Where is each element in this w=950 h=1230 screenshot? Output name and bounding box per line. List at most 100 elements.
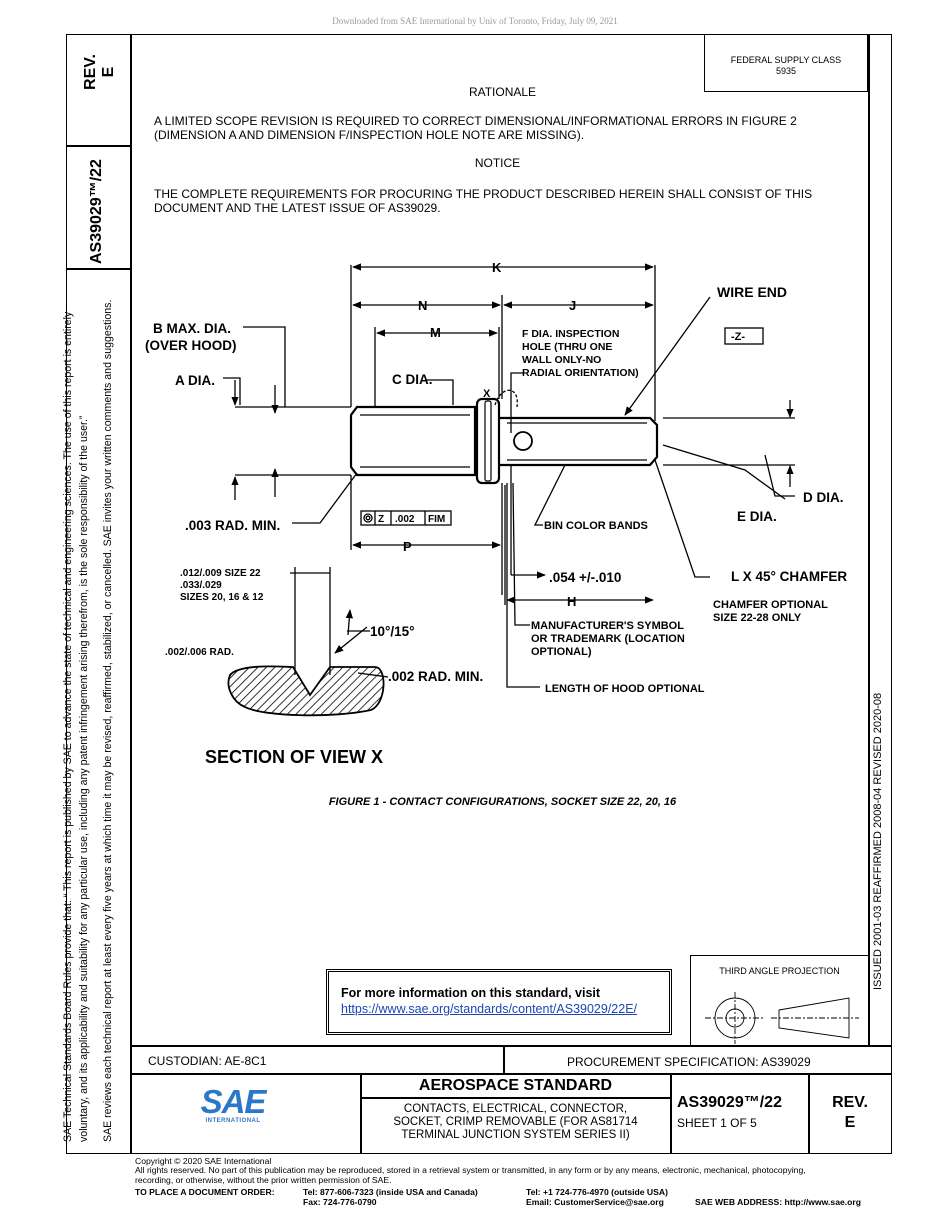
fcf-datum: Z bbox=[378, 514, 384, 525]
standard-divider bbox=[361, 1097, 670, 1099]
fcf-fim: FIM bbox=[428, 514, 445, 525]
doc-title-line-1: CONTACTS, ELECTRICAL, CONNECTOR, bbox=[403, 1103, 628, 1115]
page-frame bbox=[66, 34, 892, 1154]
label-b-dia-hood: (OVER HOOD) bbox=[145, 338, 237, 353]
web-address[interactable]: SAE WEB ADDRESS: http://www.sae.org bbox=[695, 1197, 861, 1207]
label-f-dia-2: HOLE (THRU ONE bbox=[522, 341, 612, 353]
sae-logo-sub: INTERNATIONAL bbox=[205, 1118, 261, 1124]
label-hood-optional: LENGTH OF HOOD OPTIONAL bbox=[545, 683, 705, 695]
sidebar-line-2: voluntary, and its applicability and sui… bbox=[78, 415, 90, 1142]
sidebar-line-1: SAE Technical Standards Board Rules prov… bbox=[62, 311, 74, 1142]
label-mfr-3: OPTIONAL) bbox=[531, 646, 592, 658]
dim-h: H bbox=[567, 594, 576, 609]
rev-block: REV. E bbox=[808, 1093, 892, 1133]
label-c-dia: C DIA. bbox=[392, 372, 433, 387]
label-size22-1: .012/.009 SIZE 22 bbox=[180, 568, 261, 579]
section-view-x-title: SECTION OF VIEW X bbox=[205, 747, 383, 767]
label-rad-002-006: .002/.006 RAD. bbox=[165, 647, 234, 658]
federal-supply-class-box: FEDERAL SUPPLY CLASS 5935 bbox=[704, 34, 868, 92]
rev-value-bottom: E bbox=[844, 1114, 856, 1131]
left-column-divider bbox=[130, 34, 132, 1154]
rev-divider bbox=[66, 145, 131, 147]
download-note: Downloaded from SAE International by Uni… bbox=[332, 16, 618, 26]
rev-marker: REV. E bbox=[82, 32, 118, 112]
copyright: Copyright © 2020 SAE International bbox=[135, 1156, 272, 1166]
label-chamfer: L X 45° CHAMFER bbox=[731, 569, 847, 584]
order-label: TO PLACE A DOCUMENT ORDER: bbox=[135, 1187, 275, 1197]
label-wire-end: WIRE END bbox=[717, 284, 787, 300]
label-chamfer-opt-1: CHAMFER OPTIONAL bbox=[713, 599, 828, 611]
label-f-dia-1: F DIA. INSPECTION bbox=[522, 328, 619, 340]
tel-outside: Tel: +1 724-776-4970 (outside USA) bbox=[526, 1187, 668, 1197]
sae-logo-mark: SAE bbox=[200, 1083, 267, 1120]
doc-title-line-3: TERMINAL JUNCTION SYSTEM SERIES II) bbox=[401, 1129, 630, 1141]
figure-caption: FIGURE 1 - CONTACT CONFIGURATIONS, SOCKE… bbox=[328, 796, 677, 808]
projection-box: THIRD ANGLE PROJECTION bbox=[690, 955, 868, 1045]
sidebar-line-3: SAE reviews each technical report at lea… bbox=[102, 299, 114, 1142]
label-a-dia: A DIA. bbox=[175, 373, 215, 388]
docnum-divider-bottom bbox=[808, 1073, 810, 1154]
right-column-divider bbox=[868, 34, 870, 1046]
sheet-number: SHEET 1 OF 5 bbox=[677, 1116, 757, 1130]
projection-label: THIRD ANGLE PROJECTION bbox=[719, 966, 840, 976]
label-bin-bands: BIN COLOR BANDS bbox=[544, 520, 648, 532]
sae-logo: SAE INTERNATIONAL bbox=[197, 1083, 269, 1124]
label-d-dia: D DIA. bbox=[803, 490, 844, 505]
title-block-row bbox=[131, 1073, 892, 1075]
logo-divider bbox=[360, 1073, 362, 1154]
standard-link[interactable]: https://www.sae.org/standards/content/AS… bbox=[341, 1002, 638, 1016]
dim-k: K bbox=[492, 260, 502, 275]
tel-usa: Tel: 877-606-7323 (inside USA and Canada… bbox=[303, 1187, 478, 1197]
rationale-heading: RATIONALE bbox=[468, 85, 537, 99]
label-f-dia-4: RADIAL ORIENTATION) bbox=[522, 367, 639, 379]
label-size22-2: .033/.029 bbox=[180, 580, 222, 591]
projection-symbol bbox=[705, 992, 859, 1044]
docnum-divider bbox=[66, 268, 131, 270]
custodian: CUSTODIAN: AE-8C1 bbox=[148, 1054, 267, 1068]
doc-number: AS39029™/22 bbox=[677, 1094, 782, 1111]
doc-number-vertical: AS39029™/22 bbox=[88, 159, 105, 264]
datum-z: -Z- bbox=[731, 331, 745, 343]
info-box: For more information on this standard, v… bbox=[326, 969, 672, 1035]
rev-label-bottom: REV. bbox=[832, 1094, 868, 1111]
title-divider bbox=[670, 1073, 672, 1154]
fcf-tolerance: .002 bbox=[395, 514, 415, 525]
title-block-top bbox=[131, 1045, 892, 1047]
label-size22-3: SIZES 20, 16 & 12 bbox=[180, 592, 264, 603]
rights-line-2: recording, or otherwise, without the pri… bbox=[135, 1175, 392, 1185]
label-b-dia: B MAX. DIA. bbox=[153, 321, 231, 336]
dim-m: M bbox=[430, 325, 441, 340]
label-chamfer-opt-2: SIZE 22-28 ONLY bbox=[713, 612, 802, 624]
doc-title-line-2: SOCKET, CRIMP REMOVABLE (FOR AS81714 bbox=[393, 1116, 638, 1128]
label-e-dia: E DIA. bbox=[737, 509, 777, 524]
label-f-dia-3: WALL ONLY-NO bbox=[522, 354, 601, 366]
notice-heading: NOTICE bbox=[474, 156, 521, 170]
dim-j: J bbox=[569, 298, 576, 313]
federal-supply-class-label: FEDERAL SUPPLY CLASS bbox=[730, 55, 842, 65]
rev-label: REV. bbox=[82, 54, 99, 90]
contact-drawing: K N J M WIRE END B MAX. DIA. (OVER HOOD)… bbox=[145, 260, 847, 767]
revision-history: ISSUED 2001-03 REAFFIRMED 2008-04 REVISE… bbox=[872, 692, 884, 990]
label-angle: 10°/15° bbox=[370, 624, 415, 639]
aerospace-standard: AEROSPACE STANDARD bbox=[418, 1077, 613, 1094]
dim-054: .054 +/-.010 bbox=[549, 570, 621, 585]
email[interactable]: Email: CustomerService@sae.org bbox=[526, 1197, 664, 1207]
label-mfr-1: MANUFACTURER'S SYMBOL bbox=[531, 620, 684, 632]
label-rad-min: .003 RAD. MIN. bbox=[185, 518, 280, 533]
rights-line-1: All rights reserved. No part of this pub… bbox=[135, 1165, 806, 1175]
notice-line-1: THE COMPLETE REQUIREMENTS FOR PROCURING … bbox=[154, 187, 813, 201]
federal-supply-class-code: 5935 bbox=[775, 66, 797, 76]
custodian-divider bbox=[503, 1045, 505, 1073]
rationale-line-1: A LIMITED SCOPE REVISION IS REQUIRED TO … bbox=[154, 114, 797, 128]
rev-value: E bbox=[100, 66, 117, 78]
info-text: For more information on this standard, v… bbox=[341, 986, 601, 1000]
dim-n: N bbox=[418, 298, 427, 313]
rationale-line-2: (DIMENSION A AND DIMENSION F/INSPECTION … bbox=[154, 128, 585, 142]
dim-p: P bbox=[403, 539, 412, 554]
label-rad-002: .002 RAD. MIN. bbox=[388, 669, 483, 684]
notice-line-2: DOCUMENT AND THE LATEST ISSUE OF AS39029… bbox=[154, 201, 441, 215]
procurement-spec: PROCUREMENT SPECIFICATION: AS39029 bbox=[567, 1055, 811, 1069]
label-mfr-2: OR TRADEMARK (LOCATION bbox=[531, 633, 685, 645]
label-view-x: X bbox=[483, 388, 491, 400]
fax: Fax: 724-776-0790 bbox=[303, 1197, 377, 1207]
